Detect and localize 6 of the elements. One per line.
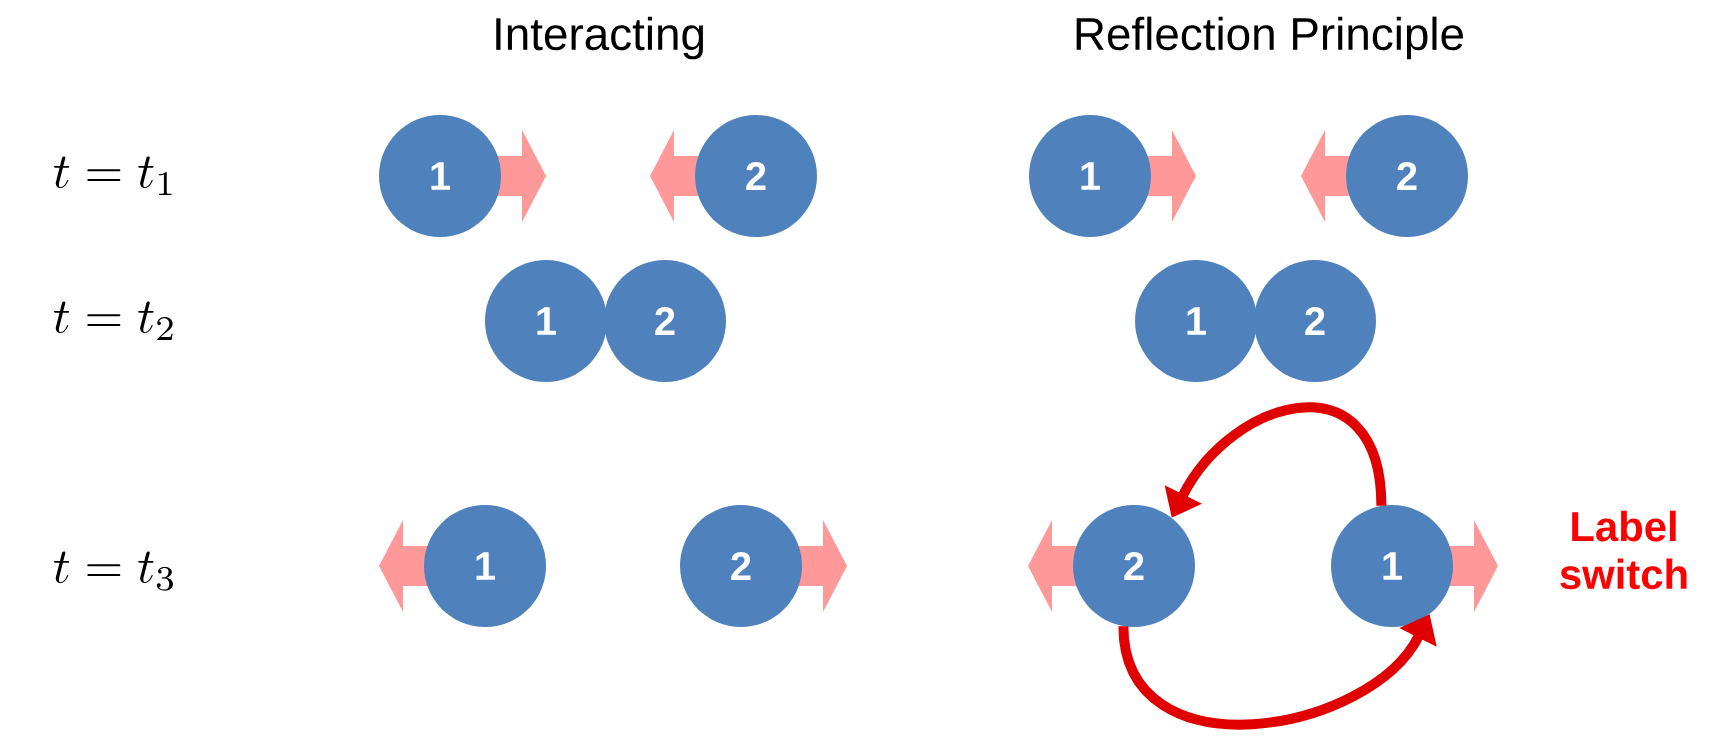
- column-heading: Reflection Principle: [1076, 16, 1463, 60]
- column-heading: Interacting: [496, 16, 704, 60]
- time-label: $t = t_1$: [53, 156, 172, 196]
- time-label: $t = t_3$: [53, 551, 173, 591]
- time-label: $t = t_2$: [53, 301, 173, 341]
- note: Label switch: [1560, 510, 1687, 590]
